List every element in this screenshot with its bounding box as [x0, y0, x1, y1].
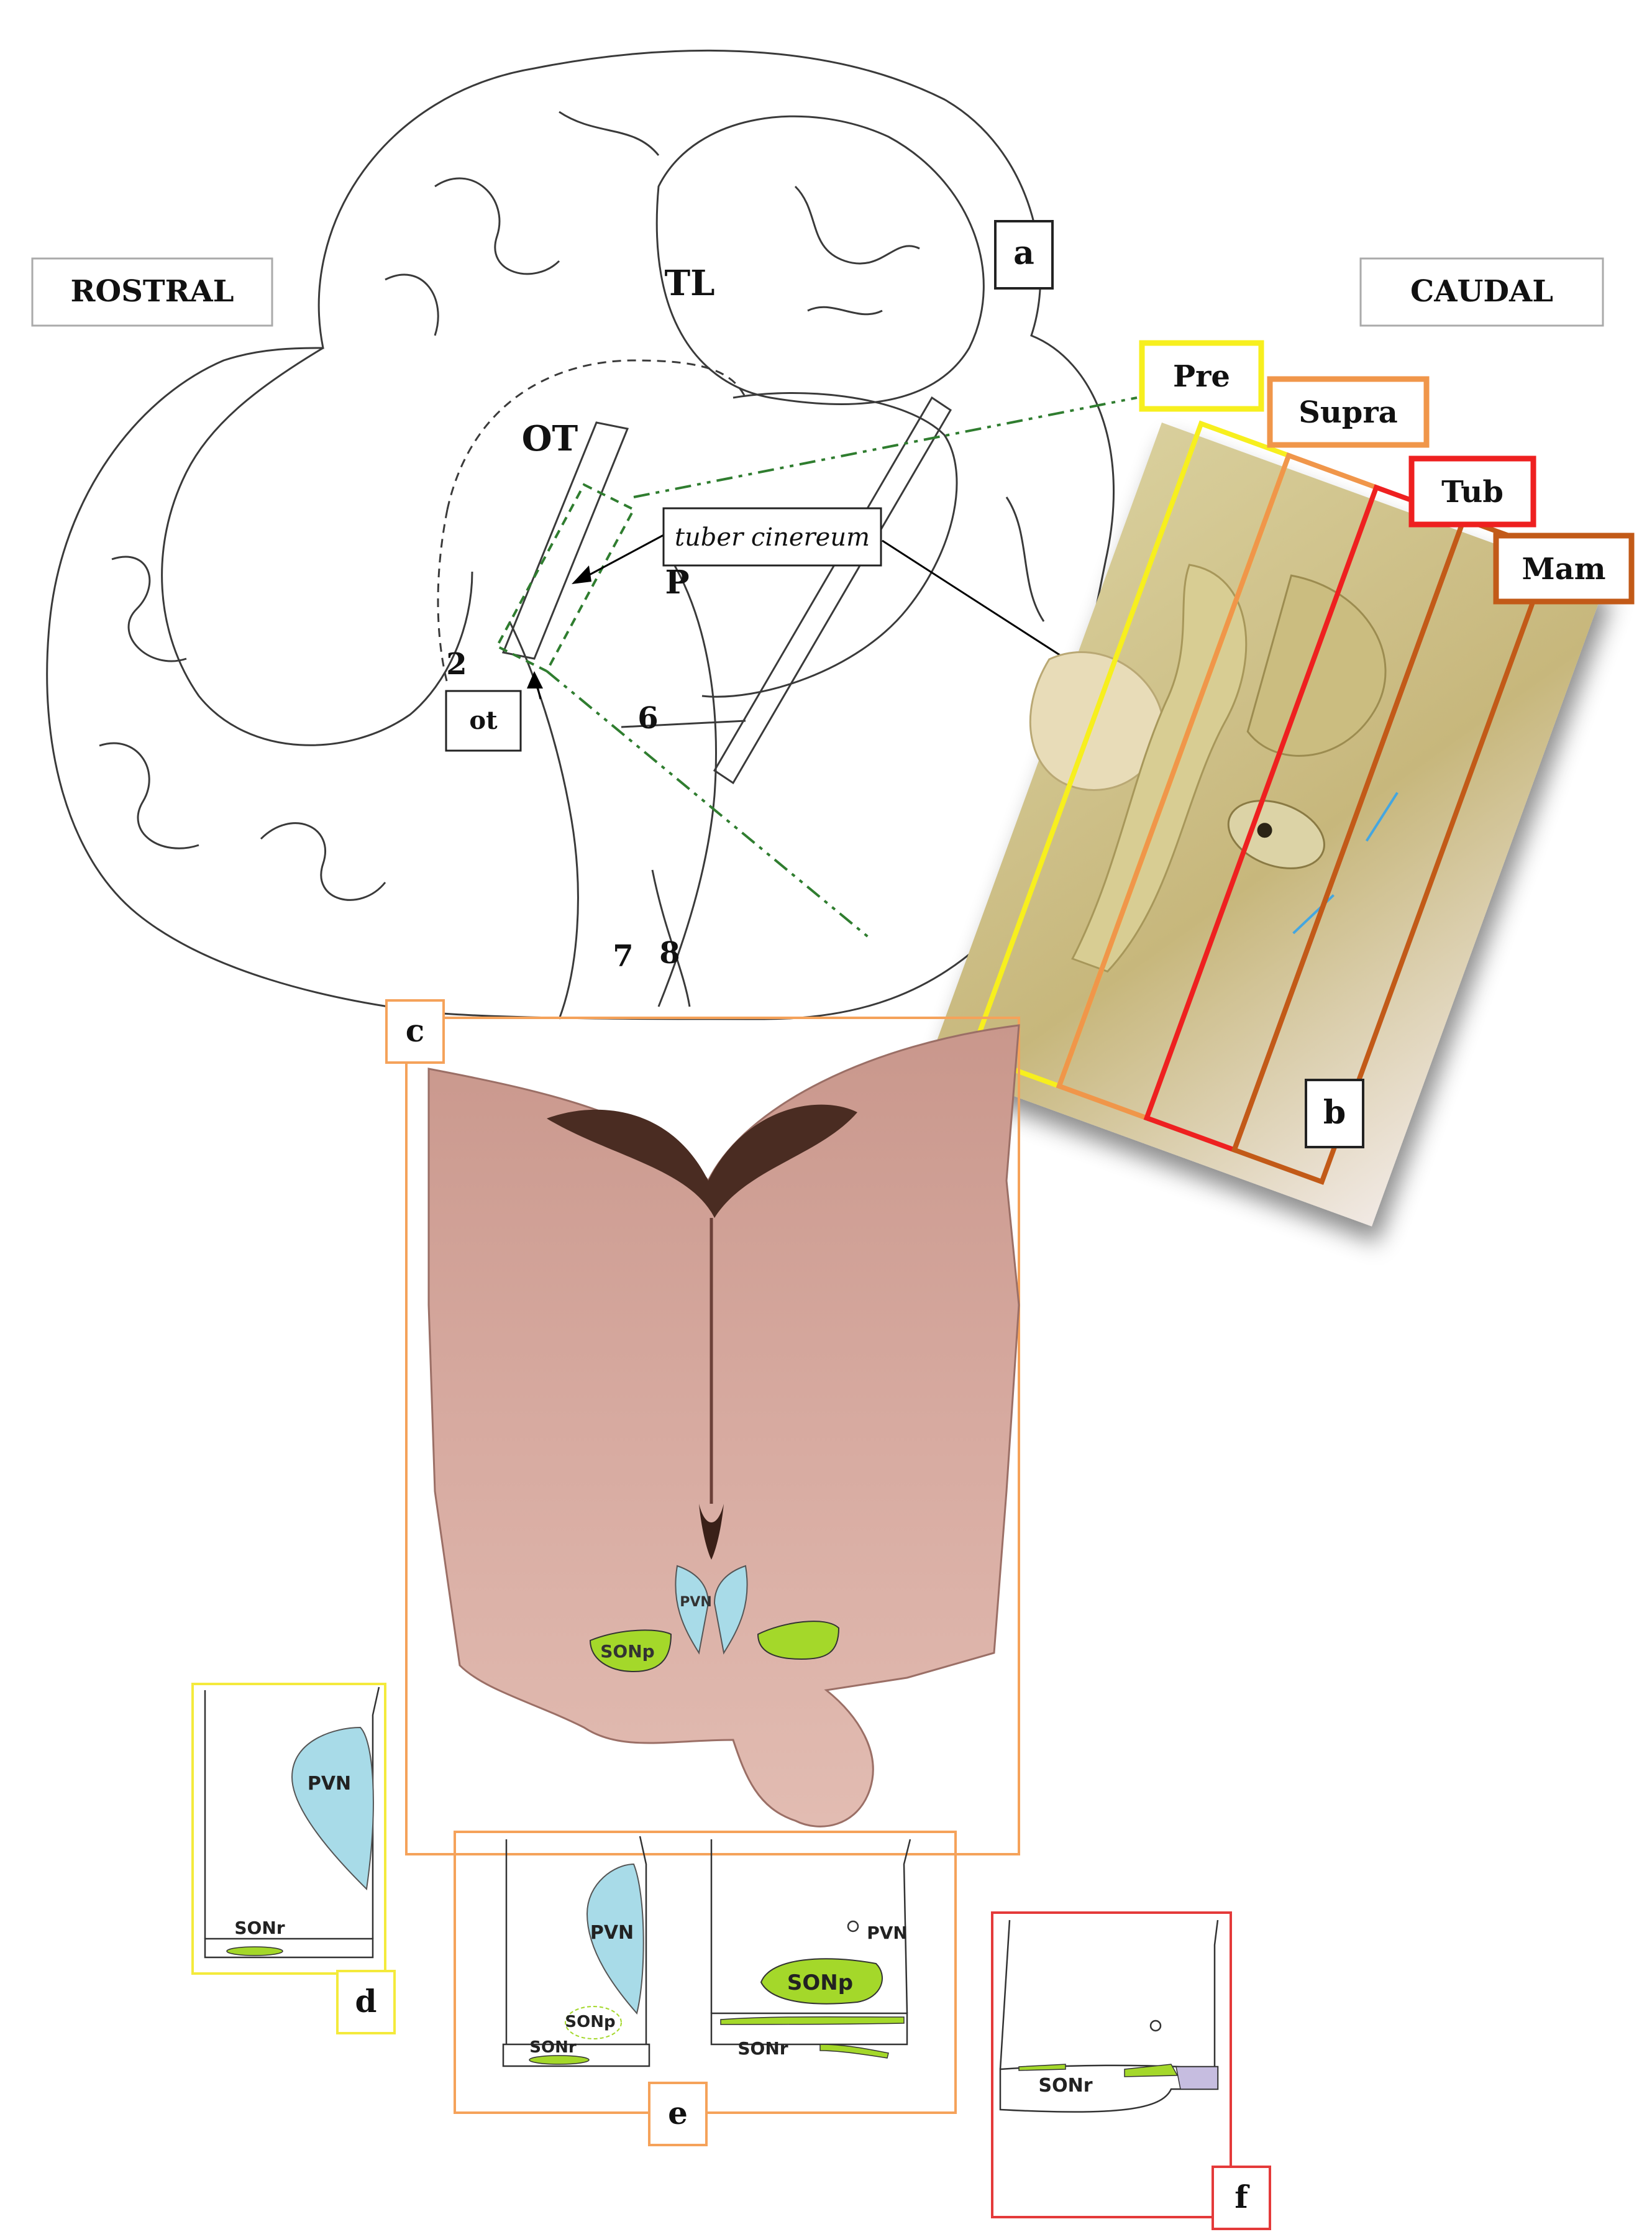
panel-e-right-sonr-label: SONr: [737, 2038, 788, 2059]
panel-c-label-box: c: [385, 999, 445, 1064]
roi-projection: [495, 396, 1138, 940]
panel-c-tissue-section: [427, 1024, 1020, 1828]
region-tub-label: Tub: [1441, 475, 1504, 510]
panel-a-label: a: [1013, 234, 1034, 272]
panel-a-label-box: a: [994, 220, 1054, 290]
panel-d-sonr: [226, 1946, 283, 1956]
panel-c-frame: [405, 1017, 1020, 1855]
label-optic-tract-upper: OT: [522, 418, 578, 459]
tuber-cinereum-label: tuber cinereum: [675, 523, 870, 552]
panel-c-pvn-label: PVN: [680, 1594, 712, 1610]
brain-line-drawing: [46, 49, 1115, 1020]
panel-c-nuclei: PVN SONp: [589, 1565, 840, 1673]
panel-d-nuclei: PVN SONr: [226, 1726, 374, 1956]
tuber-cinereum-box: tuber cinereum: [662, 507, 882, 567]
region-mam-box: Mam: [1493, 533, 1635, 605]
region-supra-box: Supra: [1267, 376, 1430, 448]
region-supra-label: Supra: [1298, 395, 1398, 430]
panel-d-label: d: [355, 1983, 377, 2020]
region-mam-label: Mam: [1522, 552, 1605, 587]
panel-e-right-sonr-strip: [720, 2016, 905, 2059]
caudal-label-box: CAUDAL: [1359, 257, 1604, 327]
panel-d-pvn: [291, 1726, 374, 1891]
panel-e-left-pvn-label: PVN: [590, 1922, 634, 1944]
panel-c-sonp-label: SONp: [600, 1641, 654, 1662]
ot-box: ot: [445, 690, 522, 752]
panel-d-sonr-label: SONr: [234, 1918, 285, 1938]
region-tub-box: Tub: [1408, 455, 1536, 528]
panel-c-label: c: [406, 1012, 424, 1049]
panel-e-left-sonr: [529, 2055, 590, 2065]
panel-e-label: e: [668, 2095, 688, 2131]
panel-c-sonp-left: [589, 1629, 672, 1673]
panel-e-right-pvn-label: PVN: [867, 1923, 908, 1943]
panel-f-extra-nucleus: [1175, 2066, 1218, 2090]
panel-b-label: b: [1323, 1094, 1346, 1132]
label-nerve-2: 2: [446, 647, 467, 682]
rostral-label-box: ROSTRAL: [31, 257, 273, 327]
label-temporal-lobe: TL: [664, 263, 714, 304]
panel-e-left-sonp-outline: [565, 2006, 622, 2039]
panel-e-left-sonr-label: SONr: [529, 2038, 577, 2057]
panel-e-schematic: [502, 1836, 911, 2067]
panel-e-right-sonp: [760, 1958, 883, 2005]
panel-f-sonr-label: SONr: [1038, 2075, 1092, 2097]
panel-d-label-box: d: [336, 1970, 396, 2034]
panel-c-pvn: [675, 1565, 748, 1655]
panel-e-left-pvn: [586, 1863, 644, 2015]
label-nerve-8: 8: [659, 936, 680, 971]
panel-c-sonp-right: [757, 1621, 840, 1660]
panel-f-frame: [991, 1911, 1232, 2218]
label-nerve-6: 6: [637, 701, 658, 736]
panel-f-label-box: f: [1212, 2166, 1271, 2230]
panel-e-label-box: e: [648, 2082, 708, 2146]
panel-f-label: f: [1234, 2179, 1250, 2215]
caudal-label: CAUDAL: [1410, 274, 1553, 309]
panel-d-pvn-label: PVN: [308, 1773, 351, 1795]
panel-d-frame: [191, 1683, 386, 1975]
ot-label: ot: [469, 706, 498, 735]
panel-d-schematic: [204, 1686, 380, 1959]
panel-b-label-box: b: [1305, 1079, 1364, 1148]
panel-e-right-sonp-label: SONp: [787, 1970, 853, 1995]
panel-e-nuclei: PVN SONp SONr SONp PVN SONr: [529, 1863, 908, 2065]
label-nerve-7: 7: [613, 939, 633, 974]
panel-f-nuclei: SONr: [1018, 2064, 1218, 2097]
label-pons: P: [665, 564, 689, 602]
region-pre-box: Pre: [1139, 340, 1264, 412]
rostral-label: ROSTRAL: [71, 274, 234, 309]
panel-e-left-sonp-label: SONp: [565, 2013, 615, 2031]
region-pre-label: Pre: [1173, 359, 1230, 394]
